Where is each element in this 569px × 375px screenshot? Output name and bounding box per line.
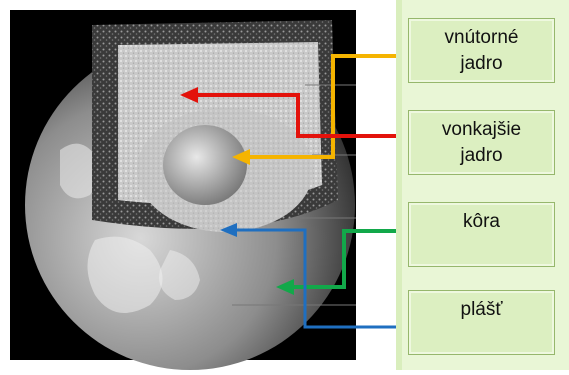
label-mantle[interactable]: plášť [408,290,555,355]
label-inner-core[interactable]: vnútorné jadro [408,18,555,83]
label-mantle-text: plášť [461,297,503,323]
label-crust[interactable]: kôra [408,202,555,267]
label-outer-core[interactable]: vonkajšie jadro [408,110,555,175]
label-inner-core-text: vnútorné jadro [445,25,519,77]
label-panel-edge [396,0,402,370]
inner-core [163,125,247,205]
label-crust-text: kôra [463,209,500,235]
label-outer-core-text: vonkajšie jadro [442,117,521,169]
